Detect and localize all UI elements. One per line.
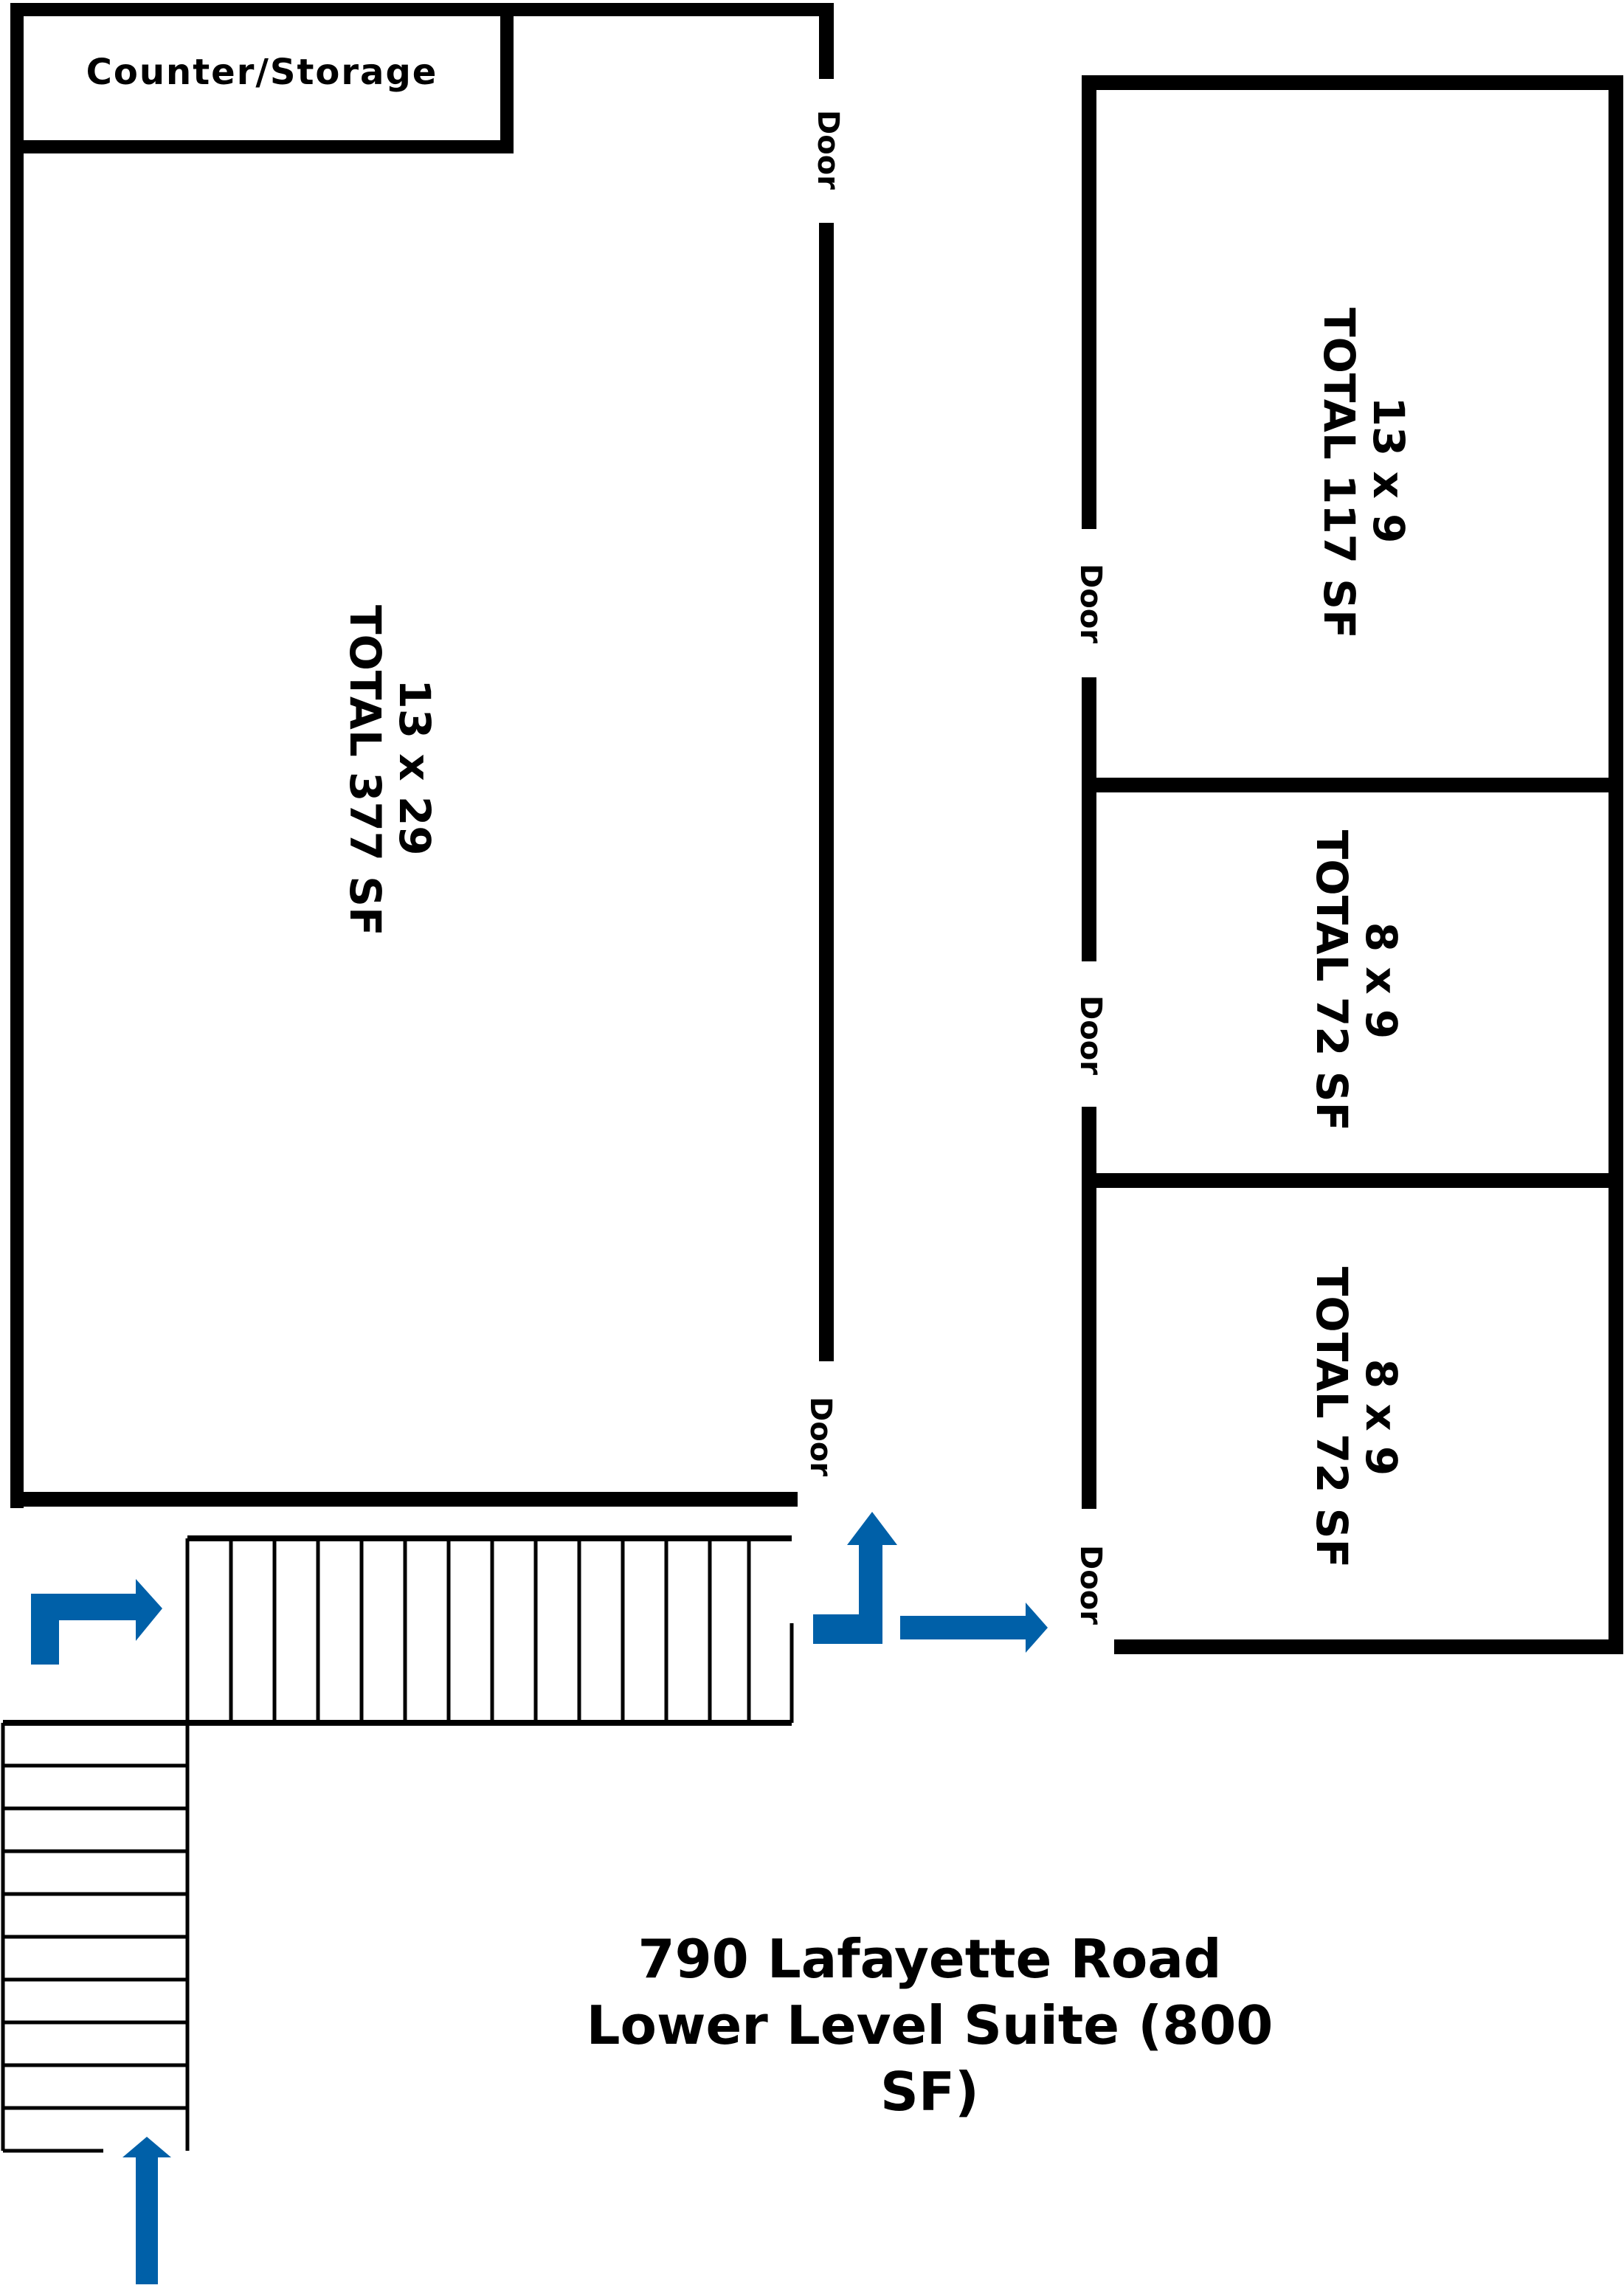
offices-top-wall [1082,75,1622,90]
offices-left-wall-seg1 [1082,75,1096,529]
plan-title: 790 Lafayette Road Lower Level Suite (80… [531,1926,1328,2125]
plan-title-suite: Lower Level Suite (800 SF) [586,1994,1274,2123]
offices-left-wall-seg4 [1082,1188,1096,1509]
main-room-bottom-wall [10,1492,798,1507]
main-room-right-wall-middle [819,223,834,1361]
counter-storage-label: Counter/Storage [86,52,438,93]
office-divider-1 [1082,778,1609,792]
main-room-right-wall-top [819,3,834,79]
counter-storage-right-wall [500,3,514,153]
counter-storage-bottom-wall [10,140,514,153]
plan-title-address: 790 Lafayette Road [637,1928,1222,1990]
main-room-left-wall [10,3,24,1508]
office-divider-2 [1082,1173,1609,1188]
offices-bottom-wall [1114,1639,1623,1654]
offices-right-wall [1609,75,1623,1654]
offices-left-wall-seg2 [1082,677,1096,961]
offices-left-wall-seg3 [1082,1107,1096,1181]
main-room-top-wall [10,3,834,16]
